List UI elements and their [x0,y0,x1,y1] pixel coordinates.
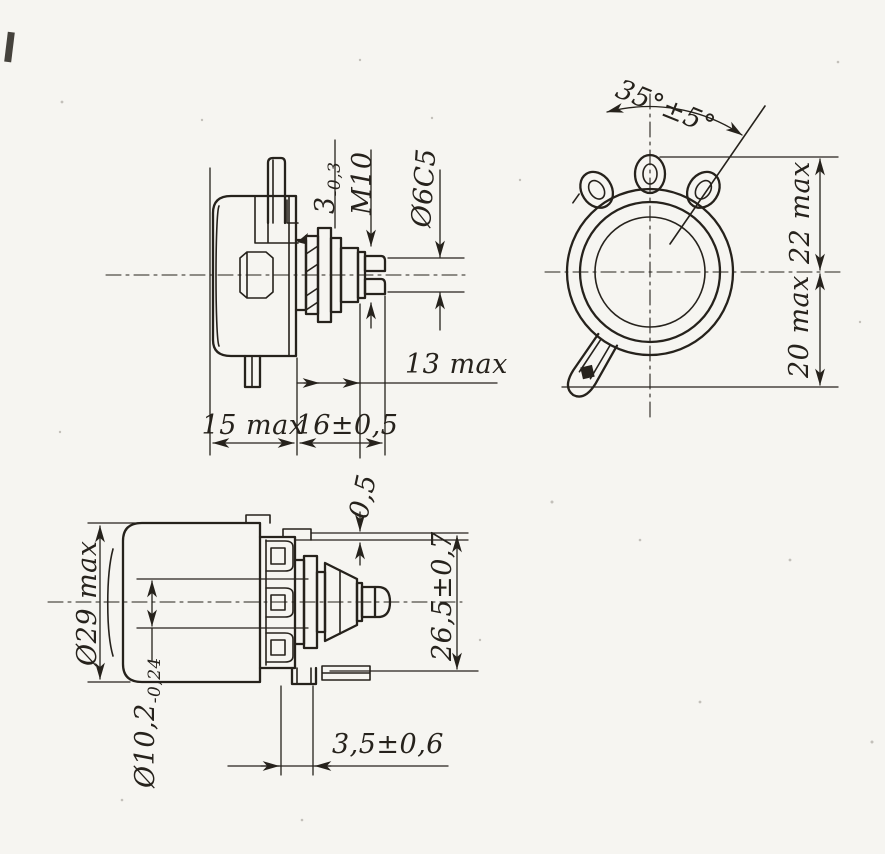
side-view-shaft-assembly [294,226,387,324]
dim-radius-bottom-label: 20 max [784,275,815,379]
dim-bore-label: Ø10,2-0,24 [130,657,165,789]
side-view-body [211,156,299,389]
terminal-plate [258,535,297,670]
dim-shaft-length-label: 13 max [405,349,508,380]
side-view-dimensions: 3-0,3 M10 Ø6C5 13 max 15 max 16±0,5 [202,139,508,459]
ground-lug [566,332,619,398]
rear-view: 0,5 Ø29 max Ø10,2-0,24 26,5±0,7 3,5±0,6 [47,472,479,789]
body-rim-inner [594,216,706,328]
terminal-3 [265,632,294,663]
lug-angle-leader [669,105,766,245]
side-view: 3-0,3 M10 Ø6C5 13 max 15 max 16±0,5 [105,139,508,459]
dim-plate-height-label: 26,5±0,7 [427,531,458,662]
shaft-tip [373,585,392,619]
terminal-1 [265,540,294,572]
dim-tab-offset-label: 3,5±0,6 [332,729,444,760]
dim-shaft-diameter-label: Ø6C5 [406,147,443,229]
rear-view-shaft-assembly [293,554,392,650]
dim-thread-label: M10 [347,151,378,216]
dim-body-diameter-label: Ø29 max [72,540,103,667]
scan-noise [4,31,874,822]
body-rim-outer [565,187,735,357]
dim-bushing-length-label: 16±0,5 [296,410,399,441]
mounting-eyelet-left [572,170,615,209]
threaded-bushing [339,246,360,304]
terminal-2 [265,587,294,618]
shaft-slot-end [363,254,387,296]
rear-view-dimensions: 0,5 Ø29 max Ø10,2-0,24 26,5±0,7 3,5±0,6 [72,472,479,789]
dim-angle-label: 35°±5° [611,74,719,142]
panel-nut [316,226,333,324]
dim-slot-label: 3-0,3 [310,162,345,214]
front-view: 35°±5° 22 max 20 max [544,74,843,419]
lug-angle-arc [606,103,743,136]
rear-body-outline [121,521,262,684]
nut-cone [323,561,359,643]
rear-view-body [106,514,371,686]
dim-flange-gap-label: 0,5 [344,472,384,522]
dim-radius-top-label: 22 max [785,161,816,265]
mounting-eyelet-right [685,170,721,209]
bore-hidden-lines [136,578,309,629]
body-rim-middle [578,200,722,344]
top-terminal [266,156,287,225]
body-outline [211,194,298,358]
dim-body-depth-label: 15 max [202,410,305,441]
front-view-lugs [566,153,721,398]
mounting-eyelet-top [633,153,667,195]
locating-tab [290,666,318,686]
